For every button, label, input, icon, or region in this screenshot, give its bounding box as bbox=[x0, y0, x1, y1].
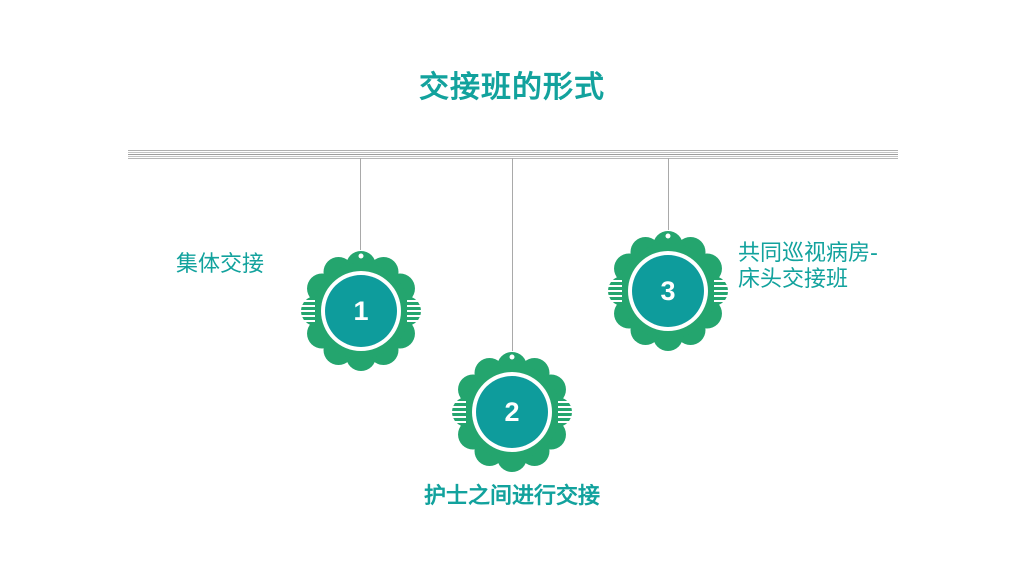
badge-number-1: 1 bbox=[353, 296, 369, 326]
hanging-string-3 bbox=[668, 158, 669, 230]
flower-badge-1 bbox=[301, 251, 421, 371]
item-label-3-line1: 共同巡视病房- bbox=[738, 241, 878, 266]
hanging-rail bbox=[128, 150, 898, 160]
hanging-string-1 bbox=[360, 158, 361, 250]
hanging-string-2 bbox=[512, 158, 513, 351]
badge-number-3: 3 bbox=[660, 276, 676, 306]
page-title: 交接班的形式 bbox=[419, 70, 605, 105]
item-label-1: 集体交接 bbox=[176, 252, 265, 277]
item-label-2: 护士之间进行交接 bbox=[423, 484, 600, 509]
item-label-3: 共同巡视病房- 床头交接班 bbox=[738, 241, 878, 293]
flower-badge-3 bbox=[608, 231, 728, 351]
badge-number-2: 2 bbox=[504, 397, 520, 427]
flower-badge-2 bbox=[452, 352, 572, 472]
item-label-3-line2: 床头交接班 bbox=[738, 267, 849, 292]
